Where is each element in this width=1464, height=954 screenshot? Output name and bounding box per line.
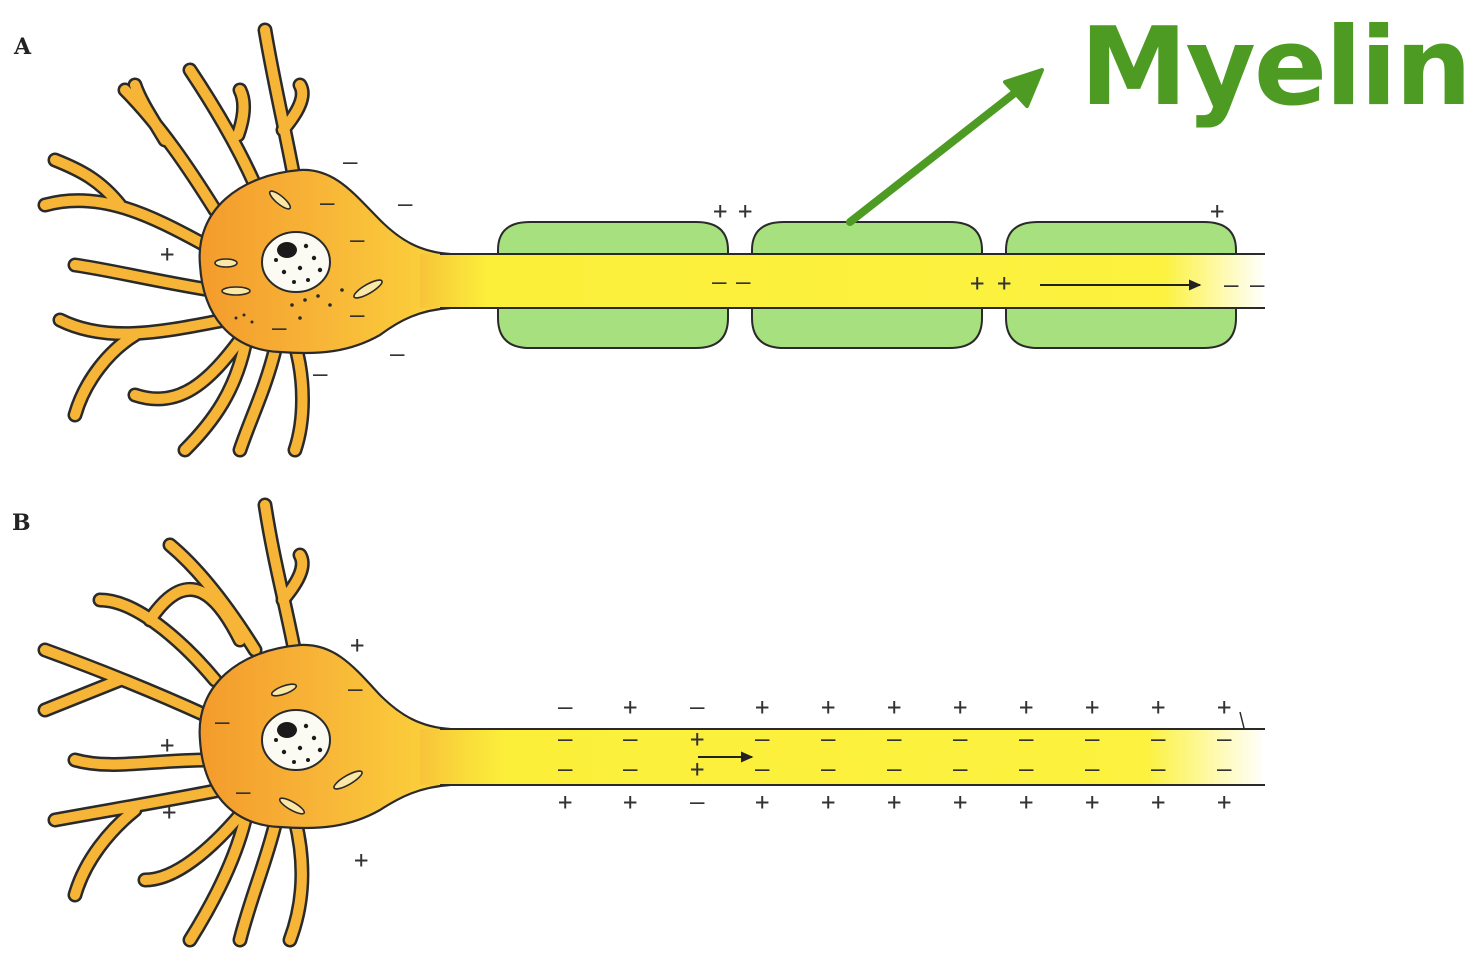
nucleus-icon-b	[262, 710, 330, 770]
svg-text:–: –	[350, 301, 365, 329]
svg-text:–: –	[1019, 725, 1034, 753]
svg-text:–: –	[755, 755, 770, 783]
svg-text:–: –	[558, 725, 573, 753]
svg-text:+: +	[1151, 693, 1165, 721]
svg-text:–: –	[343, 148, 358, 176]
svg-text:–: –	[623, 725, 638, 753]
svg-text:–: –	[736, 268, 751, 296]
svg-text:–: –	[690, 693, 705, 721]
svg-text:–: –	[887, 755, 902, 783]
svg-text:+: +	[1151, 788, 1165, 816]
svg-text:+: +	[1210, 197, 1224, 225]
panel-a: A	[13, 5, 1464, 450]
svg-text:–: –	[887, 725, 902, 753]
svg-text:–: –	[1019, 755, 1034, 783]
svg-text:+: +	[350, 631, 364, 659]
svg-text:+: +	[690, 755, 704, 783]
svg-text:–: –	[953, 755, 968, 783]
svg-text:+: +	[821, 693, 835, 721]
svg-text:–: –	[215, 708, 230, 736]
svg-text:–: –	[320, 189, 335, 217]
svg-text:+: +	[1217, 788, 1231, 816]
svg-text:+: +	[887, 788, 901, 816]
svg-text:–: –	[755, 725, 770, 753]
svg-text:+: +	[160, 240, 174, 268]
svg-text:+: +	[558, 788, 572, 816]
svg-text:–: –	[313, 360, 328, 388]
svg-text:+: +	[623, 693, 637, 721]
svg-text:–: –	[953, 725, 968, 753]
svg-text:–: –	[1224, 271, 1239, 299]
svg-text:–: –	[350, 226, 365, 254]
svg-text:–: –	[1217, 755, 1232, 783]
svg-text:+: +	[160, 731, 174, 759]
panel-b: B	[12, 505, 1265, 940]
svg-text:–: –	[390, 340, 405, 368]
svg-text:+: +	[970, 269, 984, 297]
svg-text:+: +	[1019, 693, 1033, 721]
svg-text:+: +	[1217, 693, 1231, 721]
svg-text:–: –	[712, 268, 727, 296]
svg-text:+: +	[1085, 788, 1099, 816]
svg-text:–: –	[1151, 755, 1166, 783]
svg-text:–: –	[1217, 725, 1232, 753]
myelin-label: Myelin	[1080, 5, 1464, 130]
svg-text:–: –	[623, 755, 638, 783]
svg-text:+: +	[821, 788, 835, 816]
svg-text:+: +	[1085, 693, 1099, 721]
svg-text:–: –	[1085, 725, 1100, 753]
axon-a	[420, 254, 1265, 308]
svg-text:+: +	[953, 693, 967, 721]
svg-text:–: –	[348, 675, 363, 703]
svg-text:+: +	[354, 846, 368, 874]
svg-text:+: +	[690, 725, 704, 753]
nucleus-icon	[262, 232, 330, 292]
svg-text:+: +	[738, 197, 752, 225]
svg-text:+: +	[997, 269, 1011, 297]
svg-text:–: –	[558, 755, 573, 783]
svg-text:–: –	[236, 778, 251, 806]
panel-label-b: B	[12, 510, 31, 536]
svg-text:–: –	[398, 190, 413, 218]
svg-text:+: +	[755, 788, 769, 816]
svg-text:+: +	[755, 693, 769, 721]
svg-text:+: +	[953, 788, 967, 816]
svg-text:–: –	[558, 693, 573, 721]
svg-text:–: –	[272, 314, 287, 342]
svg-text:+: +	[713, 197, 727, 225]
svg-text:+: +	[887, 693, 901, 721]
svg-text:–: –	[1250, 271, 1265, 299]
svg-text:+: +	[623, 788, 637, 816]
svg-text:–: –	[821, 725, 836, 753]
svg-text:–: –	[1151, 725, 1166, 753]
panel-label-a: A	[13, 34, 32, 60]
svg-text:–: –	[690, 788, 705, 816]
myelin-callout: Myelin	[850, 5, 1464, 222]
axon-b	[420, 729, 1265, 785]
svg-text:+: +	[1019, 788, 1033, 816]
svg-text:–: –	[821, 755, 836, 783]
svg-text:–: –	[1085, 755, 1100, 783]
svg-text:+: +	[162, 798, 176, 826]
